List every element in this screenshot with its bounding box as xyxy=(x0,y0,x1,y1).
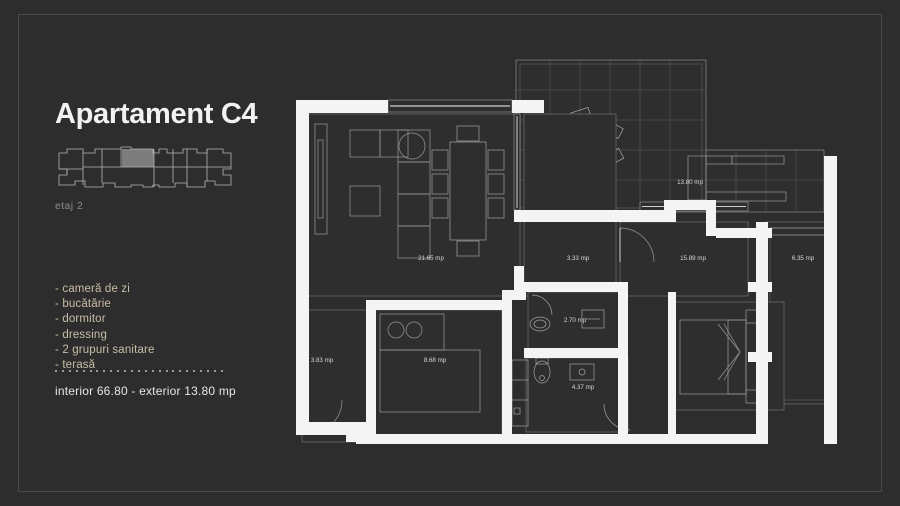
dotted-divider xyxy=(55,367,223,375)
area-label: 4.37 mp xyxy=(572,384,595,391)
living-side-window xyxy=(513,113,521,211)
shower-tray-1 xyxy=(581,309,605,329)
hall-room xyxy=(523,113,617,297)
living-room xyxy=(307,113,521,297)
list-item: - terasă xyxy=(55,359,96,372)
dining-set xyxy=(431,125,505,257)
floor-plan[interactable]: 21.65 mp 3.33 mp 13.80 mp 15.89 mp 6.35 … xyxy=(288,52,858,444)
area-label: 6.35 mp xyxy=(792,255,815,262)
bathroom1-room xyxy=(527,291,627,353)
dining-table xyxy=(449,141,487,241)
bathroom2-room xyxy=(525,357,629,433)
area-label: 8.68 mp xyxy=(424,357,447,364)
area-label: 3.83 mp xyxy=(311,357,334,364)
walls xyxy=(296,100,837,444)
building-keymap[interactable] xyxy=(55,145,235,191)
bathroom1-fixtures xyxy=(529,294,605,332)
wardrobe-868 xyxy=(379,313,481,413)
bed-headboard xyxy=(727,319,747,395)
list-item: - bucătărie xyxy=(55,298,111,311)
keymap-highlight-unit xyxy=(122,149,154,167)
list-item: - dressing xyxy=(55,328,107,341)
area-label: 21.65 mp xyxy=(418,255,444,262)
kitchen-counters xyxy=(687,155,787,202)
sink-counter-2 xyxy=(569,363,595,381)
list-item: - cameră de zi xyxy=(55,283,130,295)
floor-label: etaj 2 xyxy=(55,200,84,212)
room-list: - cameră de zi - bucătărie - dormitor - … xyxy=(55,282,285,373)
storage-closet xyxy=(511,359,529,427)
page-title: Apartament C4 xyxy=(55,98,258,130)
dressing-room xyxy=(301,309,369,443)
info-panel: Apartament C4 xyxy=(55,98,285,213)
area-label: 15.89 mp xyxy=(680,255,706,262)
area-label: 13.80 mp xyxy=(677,179,703,186)
room-868 xyxy=(373,309,503,443)
bathroom1-door-swing xyxy=(531,294,553,316)
toilet-2 xyxy=(533,360,551,384)
sofa xyxy=(349,129,431,259)
living-cabinet xyxy=(314,123,328,235)
kitchen-door-swing xyxy=(619,227,655,263)
living-window xyxy=(387,99,513,113)
area-summary: interior 66.80 - exterior 13.80 mp xyxy=(55,384,236,398)
round-side-table xyxy=(398,132,426,160)
list-item: - dormitor xyxy=(55,313,106,326)
sink-basin-1 xyxy=(529,316,551,332)
list-item: - 2 grupuri sanitare xyxy=(55,343,155,356)
coffee-table xyxy=(349,185,381,217)
area-label: 2.70 mp xyxy=(564,317,587,324)
area-label: 3.33 mp xyxy=(567,255,590,262)
